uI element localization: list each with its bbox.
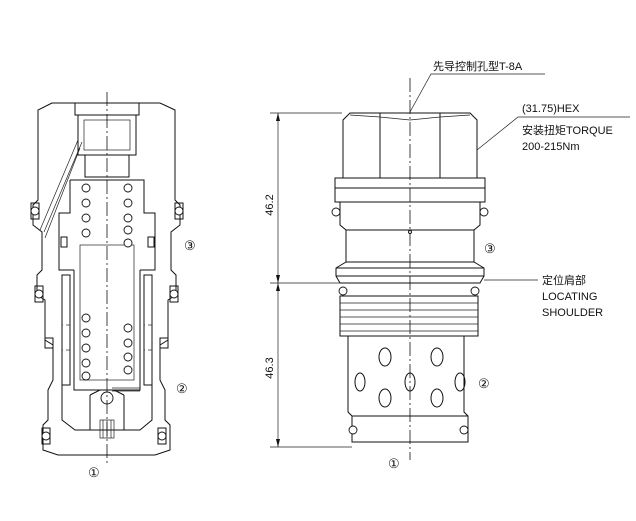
port-1-label: ① (88, 465, 100, 480)
thread (339, 295, 479, 337)
hex-label: (31.75)HEX (522, 103, 580, 115)
hex-leader (476, 116, 630, 151)
spring (81, 183, 133, 381)
shoulder-label-en-2: SHOULDER (542, 307, 603, 319)
port-2-label: ② (176, 381, 188, 396)
torque-value: 200-215Nm (522, 141, 579, 153)
port-1-label: ① (388, 456, 400, 471)
flow-holes (354, 347, 466, 408)
pilot-port-leader (409, 73, 545, 113)
port-3-label: ③ (484, 241, 496, 256)
port-3-label: ③ (184, 238, 196, 253)
shoulder-label-cn: 定位肩部 (542, 273, 586, 287)
dimension-upper: 46.2 (264, 194, 276, 215)
port-2-label: ② (478, 376, 490, 391)
dimension-lines: 46.2 46.3 (264, 112, 352, 448)
shoulder-label-en-1: LOCATING (542, 291, 597, 303)
external-view: 46.2 46.3 先导控制孔型T-8A (31.75)HEX 安装扭矩TORQ… (264, 59, 630, 471)
pilot-port-label: 先导控制孔型T-8A (433, 59, 523, 73)
dimension-lower: 46.3 (264, 357, 276, 378)
torque-label: 安装扭矩TORQUE (522, 123, 613, 137)
o-rings (30, 202, 184, 445)
section-view: ③ ② ① (30, 92, 196, 480)
